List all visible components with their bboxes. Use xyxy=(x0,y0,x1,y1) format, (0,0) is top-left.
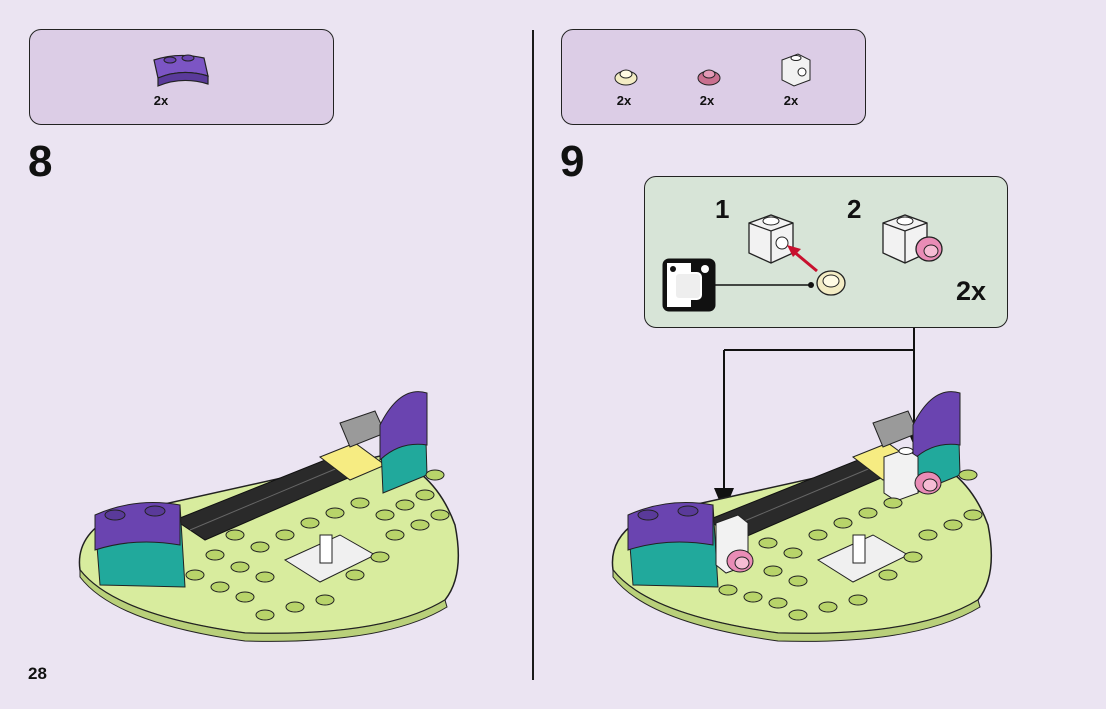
step9-model-illustration xyxy=(611,391,993,642)
step-number-9: 9 xyxy=(560,137,585,186)
step8-model-illustration xyxy=(78,391,460,642)
cream-round-plate-icon xyxy=(816,270,846,296)
part-qty: 2x xyxy=(616,93,632,108)
white-brick-pink-plate-icon xyxy=(882,214,943,264)
step-number-8: 8 xyxy=(28,137,53,186)
step9-parts-box: 2x 2x 2x xyxy=(561,29,866,125)
page-number: 28 xyxy=(28,664,47,683)
red-assembly-arrow-icon xyxy=(787,245,818,273)
step8-parts-box: 2x xyxy=(29,29,334,125)
sub-step-1: 1 xyxy=(715,194,730,224)
purple-curved-brick-icon xyxy=(153,54,209,87)
step-divider xyxy=(532,30,534,680)
white-brick-icon xyxy=(748,214,794,264)
part-qty: 2x xyxy=(783,93,799,108)
callout-connector-line xyxy=(715,282,814,288)
glow-in-dark-icon xyxy=(662,258,716,312)
part-qty: 2x xyxy=(153,93,169,108)
sub-assembly-callout: 1 2 2x xyxy=(644,176,1008,328)
part-qty: 2x xyxy=(699,93,715,108)
sub-assembly-qty: 2x xyxy=(956,276,987,306)
pink-round-plate-icon xyxy=(697,69,721,86)
sub-step-2: 2 xyxy=(847,194,862,224)
white-brick-side-stud-icon xyxy=(781,53,811,87)
cream-round-plate-icon xyxy=(614,69,638,86)
